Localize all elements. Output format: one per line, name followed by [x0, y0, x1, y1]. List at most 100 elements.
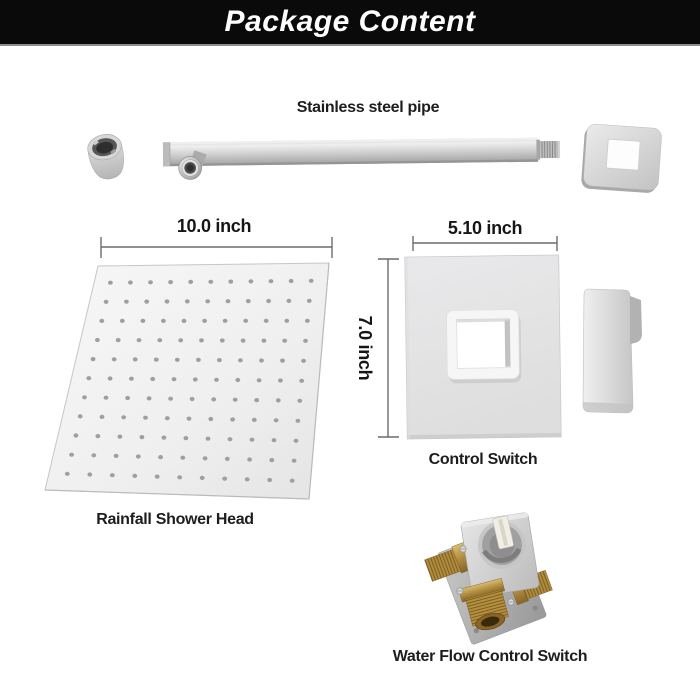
nozzle-dot [111, 357, 117, 362]
nozzle-dot [158, 455, 164, 460]
rainfall-shower-head-image [44, 262, 330, 500]
nozzle-dot [188, 279, 194, 284]
nozzle-dot [295, 418, 301, 423]
nozzle-dot [224, 456, 230, 461]
label-control-switch: Control Switch [428, 451, 538, 468]
nozzle-dot [238, 358, 243, 363]
header-bar: Package Content [0, 0, 700, 46]
nozzle-dot [278, 378, 283, 383]
nozzle-dot [214, 377, 219, 382]
nozzle-dot [99, 414, 105, 419]
nozzle-dot [157, 338, 163, 343]
nozzle-dot [69, 452, 74, 457]
nozzle-dot [259, 358, 264, 363]
nozzle-dots [64, 278, 314, 483]
nozzle-dot [301, 358, 306, 363]
nozzle-dot [168, 280, 174, 285]
dimension-label-7-inch: 7.0 inch [355, 315, 375, 381]
nozzle-dot [103, 299, 109, 304]
dimension-line-control-width [412, 236, 558, 251]
nozzle-dot [164, 416, 170, 421]
nozzle-dot [168, 396, 174, 401]
nozzle-dot [240, 338, 246, 343]
nozzle-dot [248, 279, 254, 284]
nozzle-dot [275, 398, 281, 403]
nozzle-dot [171, 377, 177, 382]
nozzle-dot [205, 436, 211, 441]
nozzle-dot [251, 417, 257, 422]
nozzle-dot [161, 435, 167, 440]
nozzle-dot [202, 456, 208, 461]
nozzle-dot [271, 438, 277, 443]
nozzle-dot [205, 299, 211, 304]
nozzle-dot [180, 455, 186, 460]
nozzle-dot [124, 299, 129, 304]
nozzle-dot [199, 338, 204, 343]
nozzle-dot [263, 318, 269, 323]
valve-stem [492, 515, 514, 550]
nozzle-dot [108, 280, 113, 285]
dimension-line-control-height [378, 258, 399, 438]
nozzle-dot [305, 318, 310, 323]
valve-outlet-bottom [458, 577, 509, 631]
nozzle-dot [154, 474, 160, 479]
nozzle-dot [113, 453, 119, 458]
nozzle-dot [121, 415, 127, 420]
nozzle-dot [127, 280, 133, 285]
pipe-outlet-connector [178, 150, 207, 180]
nozzle-dot [256, 378, 262, 383]
nozzle-dot [192, 377, 198, 382]
nozzle-dot [299, 378, 305, 383]
nozzle-dot [232, 397, 238, 402]
nozzle-dot [178, 338, 184, 343]
nozzle-dot [164, 299, 170, 304]
nozzle-dot [225, 299, 231, 304]
page-title: Package Content [224, 5, 476, 38]
nozzle-dot [125, 395, 130, 401]
wall-flange-image [581, 123, 662, 193]
label-water-flow-control-switch: Water Flow Control Switch [392, 648, 588, 665]
nozzle-dot [73, 433, 79, 438]
nozzle-dot [243, 318, 249, 323]
nozzle-dot [95, 434, 101, 439]
nozzle-dot [247, 457, 253, 462]
nozzle-dot [143, 415, 148, 420]
nozzle-dot [293, 438, 299, 443]
nozzle-dot [268, 279, 274, 284]
nozzle-dot [269, 458, 275, 463]
nozzle-dot [308, 278, 314, 283]
nozzle-dot [99, 318, 105, 323]
nozzle-dot [174, 357, 180, 362]
shower-arm-pipe-image [162, 137, 561, 180]
nozzle-dot [196, 357, 201, 362]
nozzle-dot [144, 299, 150, 304]
nozzle-dot [199, 475, 205, 480]
nozzle-dot [297, 398, 303, 403]
nozzle-dot [136, 338, 142, 343]
nozzle-dot [261, 338, 267, 343]
nozzle-dot [288, 278, 294, 284]
nozzle-dot [183, 436, 189, 441]
control-handle-image [582, 288, 642, 414]
nozzle-dot [189, 396, 195, 402]
nozzle-dot [282, 338, 288, 343]
nozzle-dot [244, 477, 250, 482]
nozzle-dot [273, 418, 279, 423]
nozzle-dot [87, 472, 93, 477]
nozzle-dot [132, 357, 138, 362]
nozzle-dot [217, 358, 222, 363]
nozzle-dot [306, 298, 312, 303]
control-switch-plate-image [404, 254, 562, 440]
nozzle-dot [148, 280, 153, 285]
nozzle-dot [140, 318, 146, 323]
nozzle-dot [266, 298, 271, 304]
nozzle-dot [286, 298, 292, 303]
nozzle-dot [245, 299, 251, 304]
nozzle-dot [91, 453, 97, 458]
nozzle-dot [146, 396, 152, 401]
nozzle-dot [95, 337, 100, 343]
nozzle-dot [222, 318, 228, 323]
nozzle-dot [284, 318, 290, 323]
